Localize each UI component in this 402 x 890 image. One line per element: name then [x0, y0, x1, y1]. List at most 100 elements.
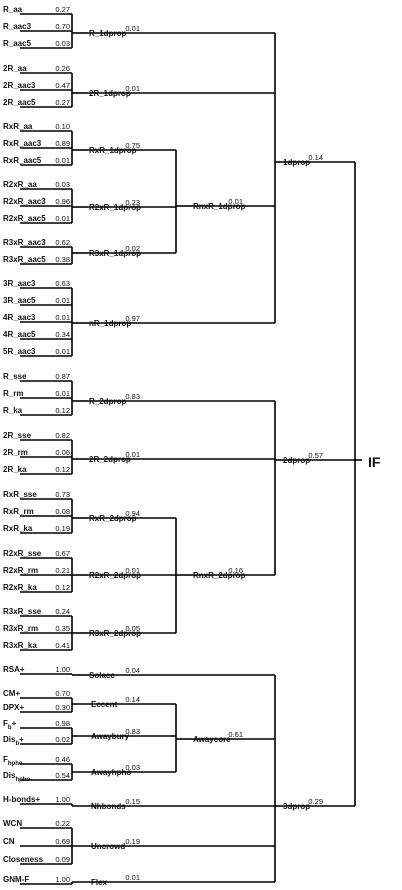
node-label-r-1dprop: R_1dprop	[89, 29, 126, 38]
node-label-h-bonds: H-bonds+	[3, 795, 40, 804]
weight-awayhpho: 0.03	[125, 763, 140, 772]
weight-rxr-sse: 0.73	[55, 490, 70, 499]
weight-h-bonds: 1.00	[55, 795, 70, 804]
weight-4r-aac5: 0.34	[55, 330, 70, 339]
weight-fb: 0.98	[55, 719, 70, 728]
weight-disb: 0.02	[55, 735, 70, 744]
weight-rxr-1dprop: 0.75	[125, 141, 140, 150]
weight-awaybury: 0.83	[125, 727, 140, 736]
node-label-r2xr-sse: R2xR_sse	[3, 549, 42, 558]
node-label-r3xr-1dprop: R3xR_1dprop	[89, 249, 141, 258]
node-label-2r-2dprop: 2R_2dprop	[89, 455, 131, 464]
node-label-cn: CN	[3, 837, 15, 846]
node-label-1dprop: 1dprop	[283, 158, 310, 167]
node-label-2r-sse: 2R_sse	[3, 431, 32, 440]
root-node-label: IF	[368, 454, 381, 470]
node-label-solacc: Solacc	[89, 671, 115, 680]
weight-r2xr-ka: 0.12	[55, 583, 70, 592]
node-label-rnxr-1dprop: RnxR_1dprop	[193, 202, 246, 211]
node-label-r3xr-ka: R3xR_ka	[3, 641, 37, 650]
weight-wcn: 0.22	[55, 819, 70, 828]
node-label-3r-aac5: 3R_aac5	[3, 296, 36, 305]
weight-2r-sse: 0.82	[55, 431, 70, 440]
node-label-sub-dishpho: hpho	[15, 777, 30, 783]
weight-2r-1dprop: 0.01	[125, 84, 140, 93]
node-label-sub-fb: b	[8, 725, 12, 731]
node-label-r2xr-ka: R2xR_ka	[3, 583, 37, 592]
weight-r-aa: 0.27	[55, 5, 70, 14]
weight-2dprop: 0.57	[308, 451, 323, 460]
node-label-r-2dprop: R_2dprop	[89, 397, 126, 406]
node-label-r-ka: R_ka	[3, 406, 23, 415]
node-label-awaycore: Awaycore	[193, 735, 231, 744]
weight-r3xr-aac3: 0.62	[55, 238, 70, 247]
weight-r-ka: 0.12	[55, 406, 70, 415]
weight-r3xr-2dprop: 0.05	[125, 624, 140, 633]
node-label-r2xr-rm: R2xR_rm	[3, 566, 38, 575]
node-label-r-aac5: R_aac5	[3, 39, 32, 48]
weight-r2xr-rm: 0.21	[55, 566, 70, 575]
node-label-r-rm: R_rm	[3, 389, 23, 398]
node-label-rxr-aa: RxR_aa	[3, 122, 33, 131]
node-label-fhpho: Fhpho	[3, 755, 23, 767]
node-label-sub-disb: b	[15, 741, 19, 747]
node-label-uncrowd: Uncrowd	[91, 842, 125, 851]
weight-nr-1dprop: 0.97	[125, 314, 140, 323]
node-label-r3xr-rm: R3xR_rm	[3, 624, 38, 633]
node-label-4r-aac3: 4R_aac3	[3, 313, 36, 322]
weight-gnm-f: 1.00	[55, 875, 70, 884]
weight-closeness: 0.09	[55, 855, 70, 864]
weight-2r-2dprop: 0.01	[125, 450, 140, 459]
weight-rxr-aac3: 0.89	[55, 139, 70, 148]
node-label-5r-aac3: 5R_aac3	[3, 347, 36, 356]
node-label-2r-aac5: 2R_aac5	[3, 98, 36, 107]
weight-rnxr-2dprop: 0.16	[228, 566, 243, 575]
weight-uncrowd: 0.19	[125, 837, 140, 846]
node-label-2r-aa: 2R_aa	[3, 64, 27, 73]
weight-rxr-aac5: 0.01	[55, 156, 70, 165]
weight-rxr-ka: 0.19	[55, 524, 70, 533]
weight-dpx: 0.30	[55, 703, 70, 712]
weight-r3xr-aac5: 0.38	[55, 255, 70, 264]
node-label-rxr-1dprop: RxR_1dprop	[89, 146, 137, 155]
node-label-awayhpho: Awayhpho	[91, 768, 131, 777]
weight-rxr-aa: 0.10	[55, 122, 70, 131]
weight-r-sse: 0.87	[55, 372, 70, 381]
node-label-rxr-sse: RxR_sse	[3, 490, 37, 499]
node-label-rxr-rm: RxR_rm	[3, 507, 34, 516]
node-label-disb: Disb+	[3, 735, 24, 747]
weight-cm: 0.70	[55, 689, 70, 698]
node-label-2r-rm: 2R_rm	[3, 448, 28, 457]
node-label-dpx: DPX+	[3, 703, 24, 712]
weight-rxr-rm: 0.08	[55, 507, 70, 516]
weight-rsa: 1.00	[55, 665, 70, 674]
node-label-rsa: RSA+	[3, 665, 25, 674]
node-label-r3xr-aac5: R3xR_aac5	[3, 255, 46, 264]
node-label-r2xr-aa: R2xR_aa	[3, 180, 37, 189]
node-label-nr-1dprop: nR_1dprop	[89, 319, 131, 328]
weight-r2xr-2dprop: 0.01	[125, 566, 140, 575]
node-label-r-aa: R_aa	[3, 5, 23, 14]
node-label-rxr-ka: RxR_ka	[3, 524, 33, 533]
tree-edges	[20, 13, 362, 885]
node-label-r3xr-2dprop: R3xR_2dprop	[89, 629, 141, 638]
node-label-cm: CM+	[3, 689, 20, 698]
weight-2r-aa: 0.26	[55, 64, 70, 73]
weight-awaycore: 0.61	[228, 730, 243, 739]
weight-3r-aac5: 0.01	[55, 296, 70, 305]
node-label-gnm-f: GNM-F	[3, 875, 29, 884]
weight-r3xr-sse: 0.24	[55, 607, 70, 616]
weight-1dprop: 0.14	[308, 153, 323, 162]
node-label-tail-disb: +	[19, 735, 24, 744]
node-label-nhbonds: Nhbonds	[91, 802, 126, 811]
weight-2r-aac3: 0.47	[55, 81, 70, 90]
node-label-flex: Flex	[91, 878, 108, 887]
node-label-rnxr-2dprop: RnxR_2dprop	[193, 571, 246, 580]
weight-r-aac3: 0.70	[55, 22, 70, 31]
weight-r2xr-aac3: 0.96	[55, 197, 70, 206]
node-label-r2xr-aac5: R2xR_aac5	[3, 214, 46, 223]
weight-nhbonds: 0.15	[125, 797, 140, 806]
weight-eccent: 0.14	[125, 695, 140, 704]
weight-5r-aac3: 0.01	[55, 347, 70, 356]
